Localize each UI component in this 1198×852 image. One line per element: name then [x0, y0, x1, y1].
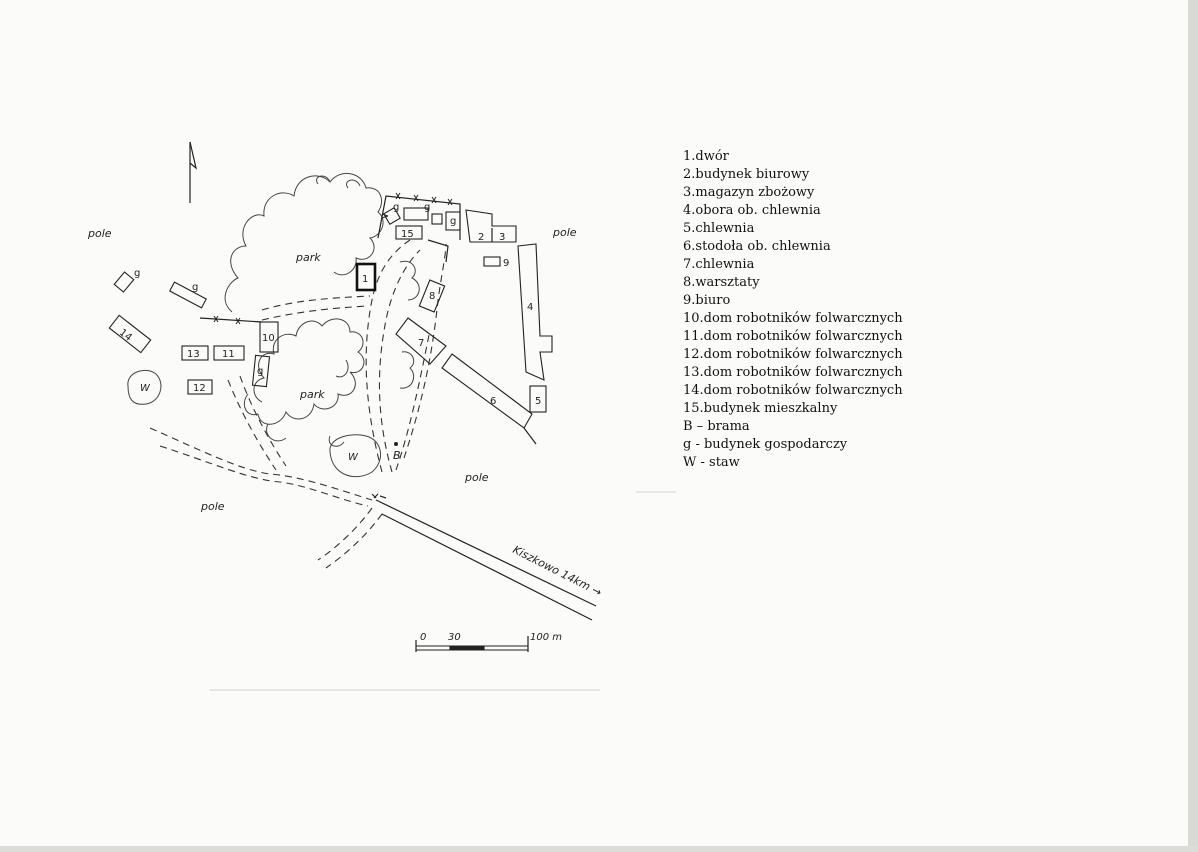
building-6-label: 6	[490, 396, 496, 407]
scale-label-0: 0	[420, 632, 426, 643]
building-5: 5	[529, 385, 547, 413]
pond-left-label: W	[140, 383, 151, 394]
scale-bar: 0 30 100 m	[415, 632, 562, 652]
building-13-label: 13	[187, 349, 200, 360]
building-12: 12	[187, 379, 213, 395]
gate-marker: B	[371, 442, 401, 499]
legend-item: 11.dom robotników folwarcznych	[683, 329, 903, 344]
building-10: 10	[259, 321, 279, 353]
pond-center-label: W	[348, 452, 359, 463]
building-7: 7	[395, 317, 447, 365]
building-g-top: g g g	[383, 202, 461, 231]
legend-item: 6.stodoła ob. chlewnia	[683, 239, 831, 254]
label-park-bottom: park	[299, 388, 325, 401]
building-5-label: 5	[535, 396, 541, 407]
building-3-label: 3	[499, 232, 505, 243]
building-15: 15	[395, 225, 423, 240]
building-14-label: 14	[117, 327, 134, 344]
pond-center: W	[329, 434, 381, 478]
legend-item: g - budynek gospodarczy	[683, 437, 848, 452]
scan-edge-bottom	[0, 846, 1198, 852]
building-1: 1	[355, 262, 377, 292]
pond-left: W	[127, 370, 162, 405]
building-2-3: 2 3	[465, 209, 517, 243]
scan-edge-right	[1188, 0, 1198, 852]
building-g-mid: g	[251, 354, 271, 388]
legend-item: 7.chlewnia	[683, 257, 755, 272]
building-13: 13	[181, 345, 209, 361]
building-g-mid-label: g	[257, 366, 263, 377]
park-bottom-outline	[253, 318, 365, 425]
gate-label: B	[393, 449, 401, 462]
building-8-label: 8	[429, 291, 435, 302]
legend-item: 9.biuro	[683, 293, 731, 308]
building-g-left1: g	[113, 268, 140, 293]
main-road	[375, 499, 597, 621]
legend-item: 2.budynek biurowy	[683, 167, 810, 182]
building-8: 8	[418, 279, 446, 313]
building-g-left2-label: g	[192, 282, 198, 293]
label-pole-right: pole	[552, 226, 577, 239]
label-park-top: park	[295, 251, 321, 264]
building-g-top2-label: g	[424, 202, 430, 213]
scale-label-100: 100 m	[530, 632, 562, 643]
building-9-label: 9	[503, 258, 509, 269]
legend-item: 4.obora ob. chlewnia	[683, 203, 821, 218]
building-6: 6	[441, 353, 537, 445]
building-10-label: 10	[262, 333, 275, 344]
label-pole-center: pole	[464, 471, 489, 484]
legend-item: 5.chlewnia	[683, 221, 755, 236]
legend-item: 3.magazyn zbożowy	[683, 185, 815, 200]
building-g-top-label: g	[393, 202, 399, 213]
building-11-label: 11	[222, 349, 235, 360]
legend-item: B – brama	[683, 419, 750, 434]
building-4-label: 4	[527, 302, 533, 313]
legend-item: 15.budynek mieszkalny	[683, 401, 838, 416]
building-7-label: 7	[418, 338, 424, 349]
legend-item: 8.warsztaty	[683, 275, 760, 290]
building-14: 14	[108, 314, 152, 354]
legend-item: 12.dom robotników folwarcznych	[683, 347, 903, 362]
building-1-label: 1	[362, 274, 368, 285]
legend-item: 10.dom robotników folwarcznych	[683, 311, 903, 326]
building-12-label: 12	[193, 383, 206, 394]
scale-label-30: 30	[448, 632, 461, 643]
legend-item: W - staw	[683, 455, 740, 470]
building-2-label: 2	[478, 232, 484, 243]
building-9: 9	[483, 256, 509, 269]
building-g-left1-label: g	[134, 268, 140, 279]
legend-item: 14.dom robotników folwarcznych	[683, 383, 903, 398]
building-11: 11	[213, 345, 245, 361]
building-g-left2: g	[169, 281, 207, 309]
north-arrow-icon	[189, 141, 197, 203]
dashed-roads	[149, 239, 447, 569]
legend-item: 13.dom robotników folwarcznych	[683, 365, 903, 380]
building-15-label: 15	[401, 229, 414, 240]
building-g-right-label: g	[450, 216, 456, 227]
label-pole-bottom: pole	[200, 500, 225, 513]
legend-item: 1.dwór	[683, 149, 729, 164]
building-4: 4	[517, 243, 553, 381]
label-pole-left: pole	[87, 227, 112, 240]
map-legend: 1.dwór 2.budynek biurowy 3.magazyn zbożo…	[683, 148, 903, 472]
